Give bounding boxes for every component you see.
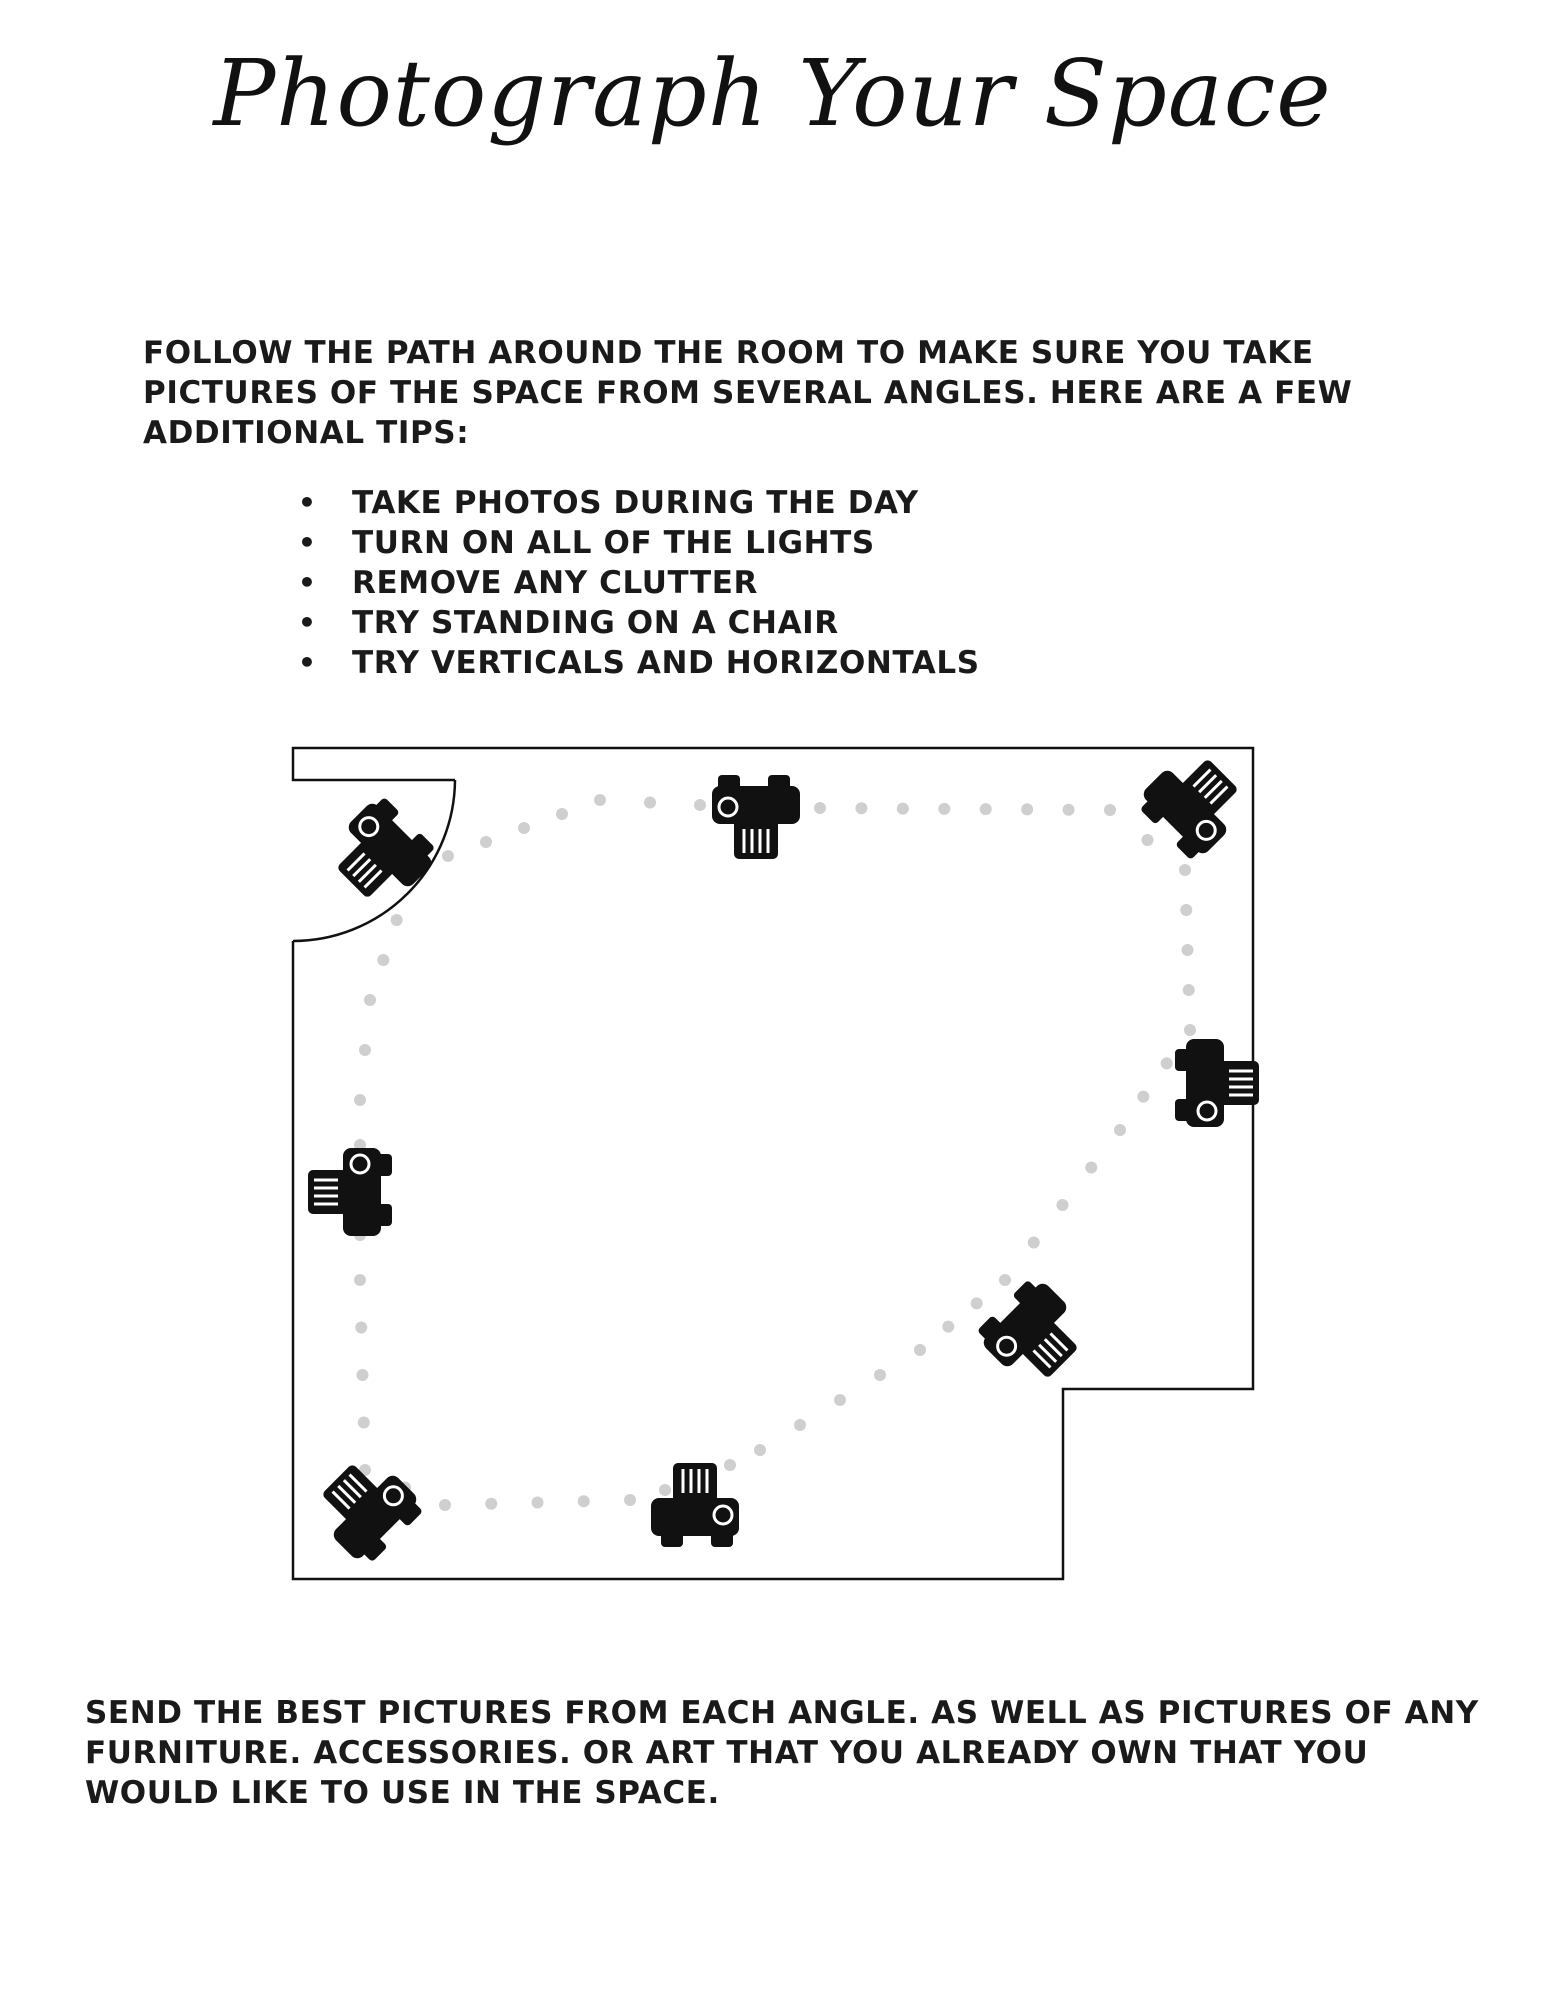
- door-swing: [292, 779, 457, 943]
- path-dot: [624, 1494, 636, 1506]
- path-dot: [1104, 804, 1116, 816]
- path-dot: [644, 796, 656, 809]
- tip-item: • REMOVE ANY CLUTTER: [290, 563, 1190, 603]
- camera-icon: [971, 1271, 1096, 1396]
- bullet-icon: •: [298, 526, 317, 559]
- path-dot: [594, 794, 606, 806]
- path-dot: [754, 1444, 766, 1456]
- path-dot: [399, 1481, 411, 1494]
- path-dot: [356, 1369, 369, 1381]
- path-dot: [724, 1459, 736, 1471]
- tip-label: TRY STANDING ON A CHAIR: [352, 605, 839, 641]
- camera-icon: [1131, 741, 1256, 866]
- path-dot: [359, 1044, 371, 1056]
- tip-label: TURN ON ALL OF THE LIGHTS: [352, 525, 875, 561]
- tips-list: • TAKE PHOTOS DURING THE DAY • TURN ON ALL…: [290, 483, 1190, 683]
- path-dot: [1184, 1024, 1196, 1036]
- path-dot: [1180, 904, 1193, 916]
- path-dot: [518, 822, 530, 834]
- path-dot: [577, 1495, 590, 1508]
- camera-icon: [710, 773, 802, 861]
- intro-text: FOLLOW THE PATH AROUND THE ROOM TO MAKE …: [143, 335, 1353, 451]
- path-dot: [979, 803, 992, 816]
- path-dot: [734, 800, 746, 812]
- path-dot: [999, 1274, 1011, 1286]
- path-dot: [390, 914, 403, 926]
- path-dot: [485, 1497, 498, 1510]
- page-title: Photograph Your Space: [213, 40, 1332, 147]
- bullet-icon: •: [298, 566, 317, 599]
- camera-icon: [319, 791, 444, 916]
- path-dot: [354, 1139, 366, 1151]
- path-dot: [694, 1474, 706, 1486]
- tip-label: TAKE PHOTOS DURING THE DAY: [352, 485, 919, 521]
- camera-icon: [306, 1146, 394, 1238]
- path-dot: [480, 836, 492, 848]
- path-dot: [357, 1416, 370, 1429]
- path-dot: [354, 1229, 366, 1241]
- path-dot: [814, 802, 826, 814]
- path-dot: [874, 1369, 886, 1381]
- path-dot: [354, 1184, 366, 1196]
- path-dot: [938, 802, 951, 815]
- tip-item: • TAKE PHOTOS DURING THE DAY: [290, 483, 1190, 523]
- bullet-icon: •: [298, 606, 317, 639]
- tip-label: TRY VERTICALS AND HORIZONTALS: [352, 645, 980, 681]
- path-dot: [556, 808, 568, 820]
- path-dot: [1182, 984, 1195, 996]
- path-dot: [1027, 1236, 1040, 1249]
- bullet-icon: •: [298, 646, 317, 679]
- camera-path: [354, 794, 1196, 1511]
- path-dot: [659, 1484, 671, 1496]
- path-dot: [404, 864, 416, 876]
- path-dot: [896, 802, 909, 815]
- path-dot: [834, 1394, 846, 1406]
- path-dot: [355, 1321, 368, 1334]
- path-dot: [1056, 1199, 1069, 1211]
- path-dot: [354, 1274, 366, 1286]
- camera-icon: [649, 1461, 741, 1549]
- path-dot: [1021, 803, 1034, 816]
- path-dot: [855, 802, 868, 815]
- path-dot: [354, 1094, 366, 1106]
- camera-icon: [1173, 1037, 1261, 1129]
- path-dot: [1160, 1057, 1173, 1070]
- path-dot: [1114, 1124, 1126, 1136]
- room-walls: [291, 746, 1255, 1581]
- tip-item: • TRY STANDING ON A CHAIR: [290, 603, 1190, 643]
- path-dot: [914, 1344, 926, 1356]
- path-dot: [364, 994, 376, 1006]
- path-dot: [1137, 1090, 1150, 1103]
- path-dot: [942, 1320, 955, 1333]
- path-dot: [970, 1297, 983, 1310]
- path-dot: [794, 1419, 806, 1431]
- bullet-icon: •: [298, 486, 317, 519]
- path-dot: [1141, 834, 1154, 846]
- path-dot: [359, 1464, 371, 1476]
- path-dot: [1181, 944, 1194, 956]
- camera-icon: [304, 1446, 429, 1571]
- path-dot: [774, 801, 786, 813]
- path-dot: [694, 799, 706, 811]
- path-dot: [377, 954, 390, 966]
- path-dot: [1085, 1161, 1098, 1174]
- tip-item: • TURN ON ALL OF THE LIGHTS: [290, 523, 1190, 563]
- path-dot: [531, 1496, 544, 1509]
- closing-text: SEND THE BEST PICTURES FROM EACH ANGLE. …: [85, 1695, 1479, 1811]
- tip-item: • TRY VERTICALS AND HORIZONTALS: [290, 643, 1190, 683]
- path-dot: [439, 1499, 451, 1511]
- path-dot: [442, 850, 454, 862]
- path-dot: [1062, 803, 1075, 816]
- tip-label: REMOVE ANY CLUTTER: [352, 565, 758, 601]
- path-dot: [1179, 864, 1191, 876]
